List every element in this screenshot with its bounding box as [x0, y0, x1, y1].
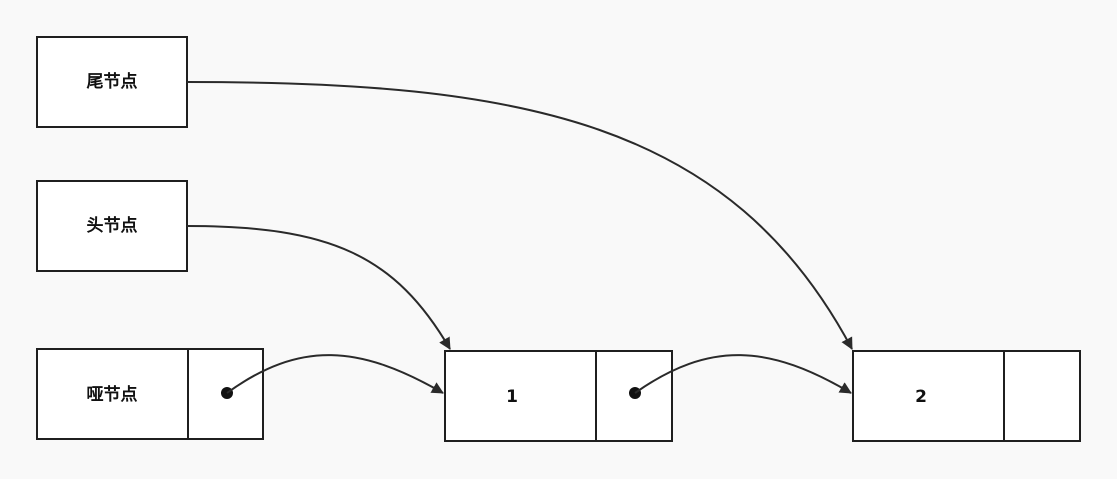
node1-value: 1 [506, 387, 518, 407]
node2-value: 2 [915, 387, 927, 407]
head-node-box: 头节点 [36, 180, 188, 272]
tail-node-label: 尾节点 [87, 71, 138, 92]
node1-to-node2-arrow [634, 354, 852, 394]
head-to-node1-arrow [186, 225, 451, 350]
tail-to-node2-arrow [186, 81, 853, 350]
node1-value-cell [444, 350, 597, 442]
dummy-node-label: 哑节点 [87, 384, 138, 405]
node2-next-cell [1003, 350, 1081, 442]
node2-value-cell [852, 350, 1005, 442]
list-node-1: 1 [444, 350, 673, 442]
dummy-node-data-cell [36, 348, 189, 440]
head-node-label: 头节点 [87, 215, 138, 236]
tail-node-box: 尾节点 [36, 36, 188, 128]
dummy-node: 哑节点 [36, 348, 264, 440]
dummy-to-node1-arrow [226, 354, 444, 394]
list-node-2: 2 [852, 350, 1081, 442]
